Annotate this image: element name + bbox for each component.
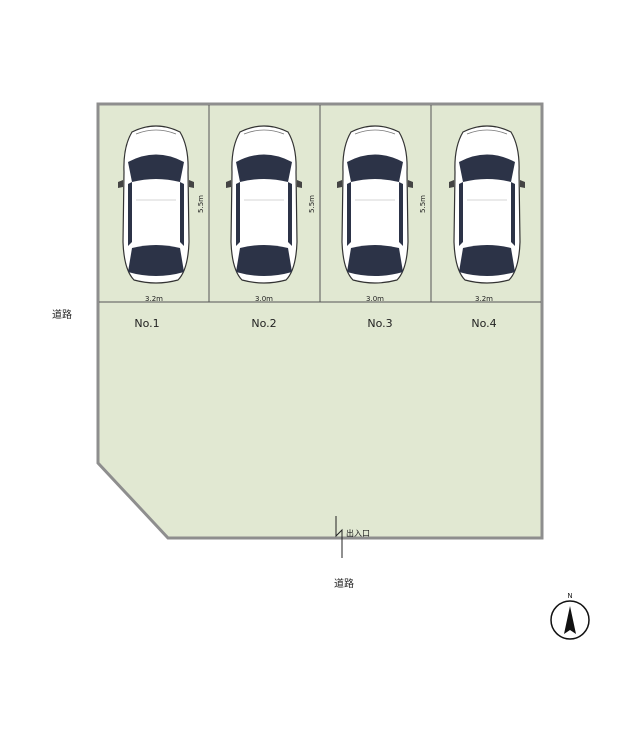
stall-3-depth-label: 5.5m: [308, 195, 316, 213]
stall-1-number: No.1: [134, 317, 159, 330]
car-stall-3: [336, 125, 414, 284]
stall-1-width-label: 3.2m: [145, 295, 163, 303]
compass-label: N: [567, 592, 572, 600]
stall-4-depth-label: 5.5m: [419, 195, 427, 213]
entrance-label: 出入口: [346, 528, 370, 538]
south-road-label: 道路: [334, 577, 354, 590]
stall-2-width-label: 3.0m: [255, 295, 273, 303]
north-arrow-icon: [550, 600, 590, 640]
stall-2-number: No.2: [251, 317, 276, 330]
west-road-label: 道路: [52, 308, 72, 321]
entrance-marker: [335, 516, 343, 558]
stall-3-number: No.3: [367, 317, 392, 330]
stall-3-width-label: 3.0m: [366, 295, 384, 303]
car-stall-1: [117, 125, 195, 284]
stall-2-depth-label: 5.5m: [197, 195, 205, 213]
car-stall-4: [448, 125, 526, 284]
stall-4-width-label: 3.2m: [475, 295, 493, 303]
car-stall-2: [225, 125, 303, 284]
stall-dividers: [99, 105, 541, 303]
stall-4-number: No.4: [471, 317, 496, 330]
